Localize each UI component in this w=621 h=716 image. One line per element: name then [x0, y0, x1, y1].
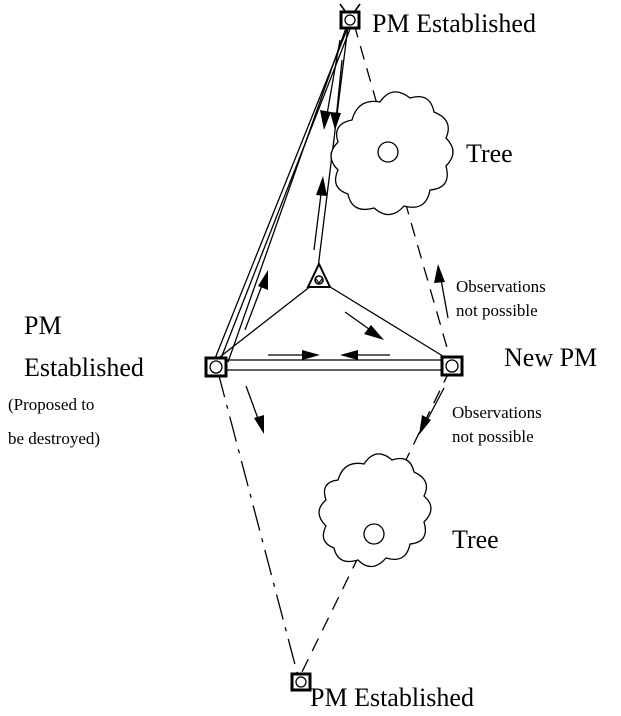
arrow-shaft-2: [335, 59, 343, 121]
pm-marker-bottom: [290, 672, 312, 692]
label-pm-left-3: (Proposed to: [8, 395, 94, 414]
label-pm-left-4: be destroyed): [8, 429, 100, 448]
label-new-pm: New PM: [504, 343, 597, 372]
arrowhead-10: [419, 415, 431, 435]
observation-arrows: [244, 39, 449, 435]
label-obs-top-2: not possible: [456, 301, 538, 320]
tree-bottom: [318, 453, 432, 568]
pm-marker-right: [440, 355, 464, 377]
line-left-to-top-1: [211, 21, 351, 367]
tree-trunk-bottom: [363, 523, 385, 545]
label-obs-top-1: Observations: [456, 277, 546, 296]
pm-marker-top: [339, 3, 361, 30]
arrow-shaft-4: [244, 279, 265, 331]
arrow-shaft-3: [313, 185, 323, 251]
station-tick-icon: [315, 278, 323, 284]
arrowhead-4: [258, 270, 268, 290]
line-station-to-top: [317, 25, 349, 269]
line-left-to-top-3: [227, 27, 347, 363]
pm-marker-top-icon: [344, 14, 356, 26]
arrowhead-1: [320, 110, 331, 130]
pm-marker-right-icon: [445, 359, 459, 373]
tree-trunk-top: [377, 141, 399, 163]
pm-marker-bottom-icon: [295, 676, 307, 688]
label-obs-bottom-1: Observations: [452, 403, 542, 422]
arrowhead-8: [434, 264, 445, 283]
pm-marker-left: [204, 356, 228, 378]
arrowhead-5: [364, 325, 384, 340]
line-station-to-right: [321, 281, 447, 359]
arrowhead-6: [302, 350, 320, 360]
instrument-station: [306, 261, 332, 288]
line-left-to-top-2: [217, 23, 353, 367]
label-pm-left-1: PM: [24, 311, 62, 340]
dashed-left-to-bottom: [217, 371, 299, 677]
label-tree-bottom: Tree: [452, 525, 499, 554]
arrowhead-9: [254, 415, 264, 434]
line-left-to-station: [215, 281, 317, 361]
arrowhead-2: [330, 112, 341, 130]
arrowhead-3: [316, 176, 327, 196]
label-obs-bottom-2: not possible: [452, 427, 534, 446]
label-tree-top: Tree: [466, 139, 513, 168]
label-pm-top: PM Established: [372, 9, 536, 38]
pm-marker-left-icon: [209, 360, 223, 374]
tree-canopy-bottom: [318, 453, 432, 568]
arrow-shaft-1: [325, 39, 341, 121]
tree-top: [330, 91, 454, 216]
label-pm-left-2: Established: [24, 353, 144, 382]
sight-lines: [211, 21, 447, 371]
label-pm-bottom: PM Established: [310, 683, 474, 712]
arrowhead-7: [340, 350, 358, 360]
